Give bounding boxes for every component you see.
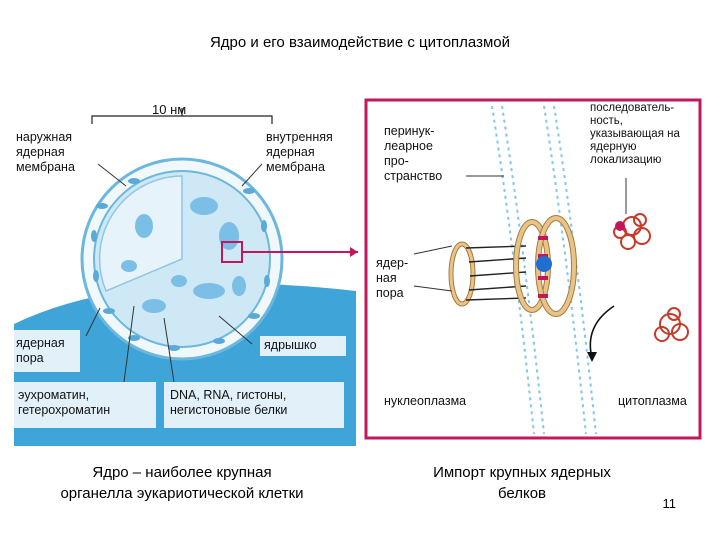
pore-spokes <box>538 236 548 298</box>
right-leader-lines <box>413 175 627 292</box>
perinuclear-space-label: перинук- леарное про- странство <box>384 124 443 183</box>
right-nuclear-pore-label: ядер- ная пора <box>376 256 409 300</box>
cytoplasm-label: цитоплазма <box>618 394 687 408</box>
caption-left: Ядро – наиболее крупная органелла эукари… <box>8 462 356 504</box>
pores <box>91 178 270 351</box>
transport-protein <box>536 256 552 272</box>
outer-membrane-label: наружная ядерная мембрана <box>16 130 75 174</box>
slide-number: 11 <box>662 496 677 511</box>
localization-sequence-label: последователь- ность, указывающая на яде… <box>590 102 680 166</box>
caption-left-text: Ядро – наиболее крупная органелла эукари… <box>60 464 304 502</box>
slide-title: Ядро и его взаимодействие с цитоплазмой <box>209 34 511 51</box>
nucleus-figure: 10 нм наружная ядерная мембрана внутренн… <box>14 86 706 446</box>
nucleolus-label: ядрышко <box>264 338 317 352</box>
caption-right: Импорт крупных ядерных белков <box>384 462 660 504</box>
nuclear-pore-label: ядерная пора <box>16 336 65 365</box>
caption-right-text: Импорт крупных ядерных белков <box>433 464 611 502</box>
right-panel-frame <box>364 98 702 440</box>
nucleoplasm-label: нуклеоплазма <box>384 394 467 408</box>
cargo-protein-bottom <box>654 307 689 342</box>
leader-lines <box>85 163 263 383</box>
chromatin <box>121 197 246 313</box>
scale-label: 10 нм <box>152 102 187 117</box>
chromatin-label: эухроматин, гетерохроматин <box>18 388 111 417</box>
membrane-beads <box>491 105 597 435</box>
figure-graphics <box>14 86 702 446</box>
contents-label: DNA, RNA, гистоны, негистоновые белки <box>170 388 288 417</box>
inner-membrane-label: внутренняя ядерная мембрана <box>266 130 333 174</box>
